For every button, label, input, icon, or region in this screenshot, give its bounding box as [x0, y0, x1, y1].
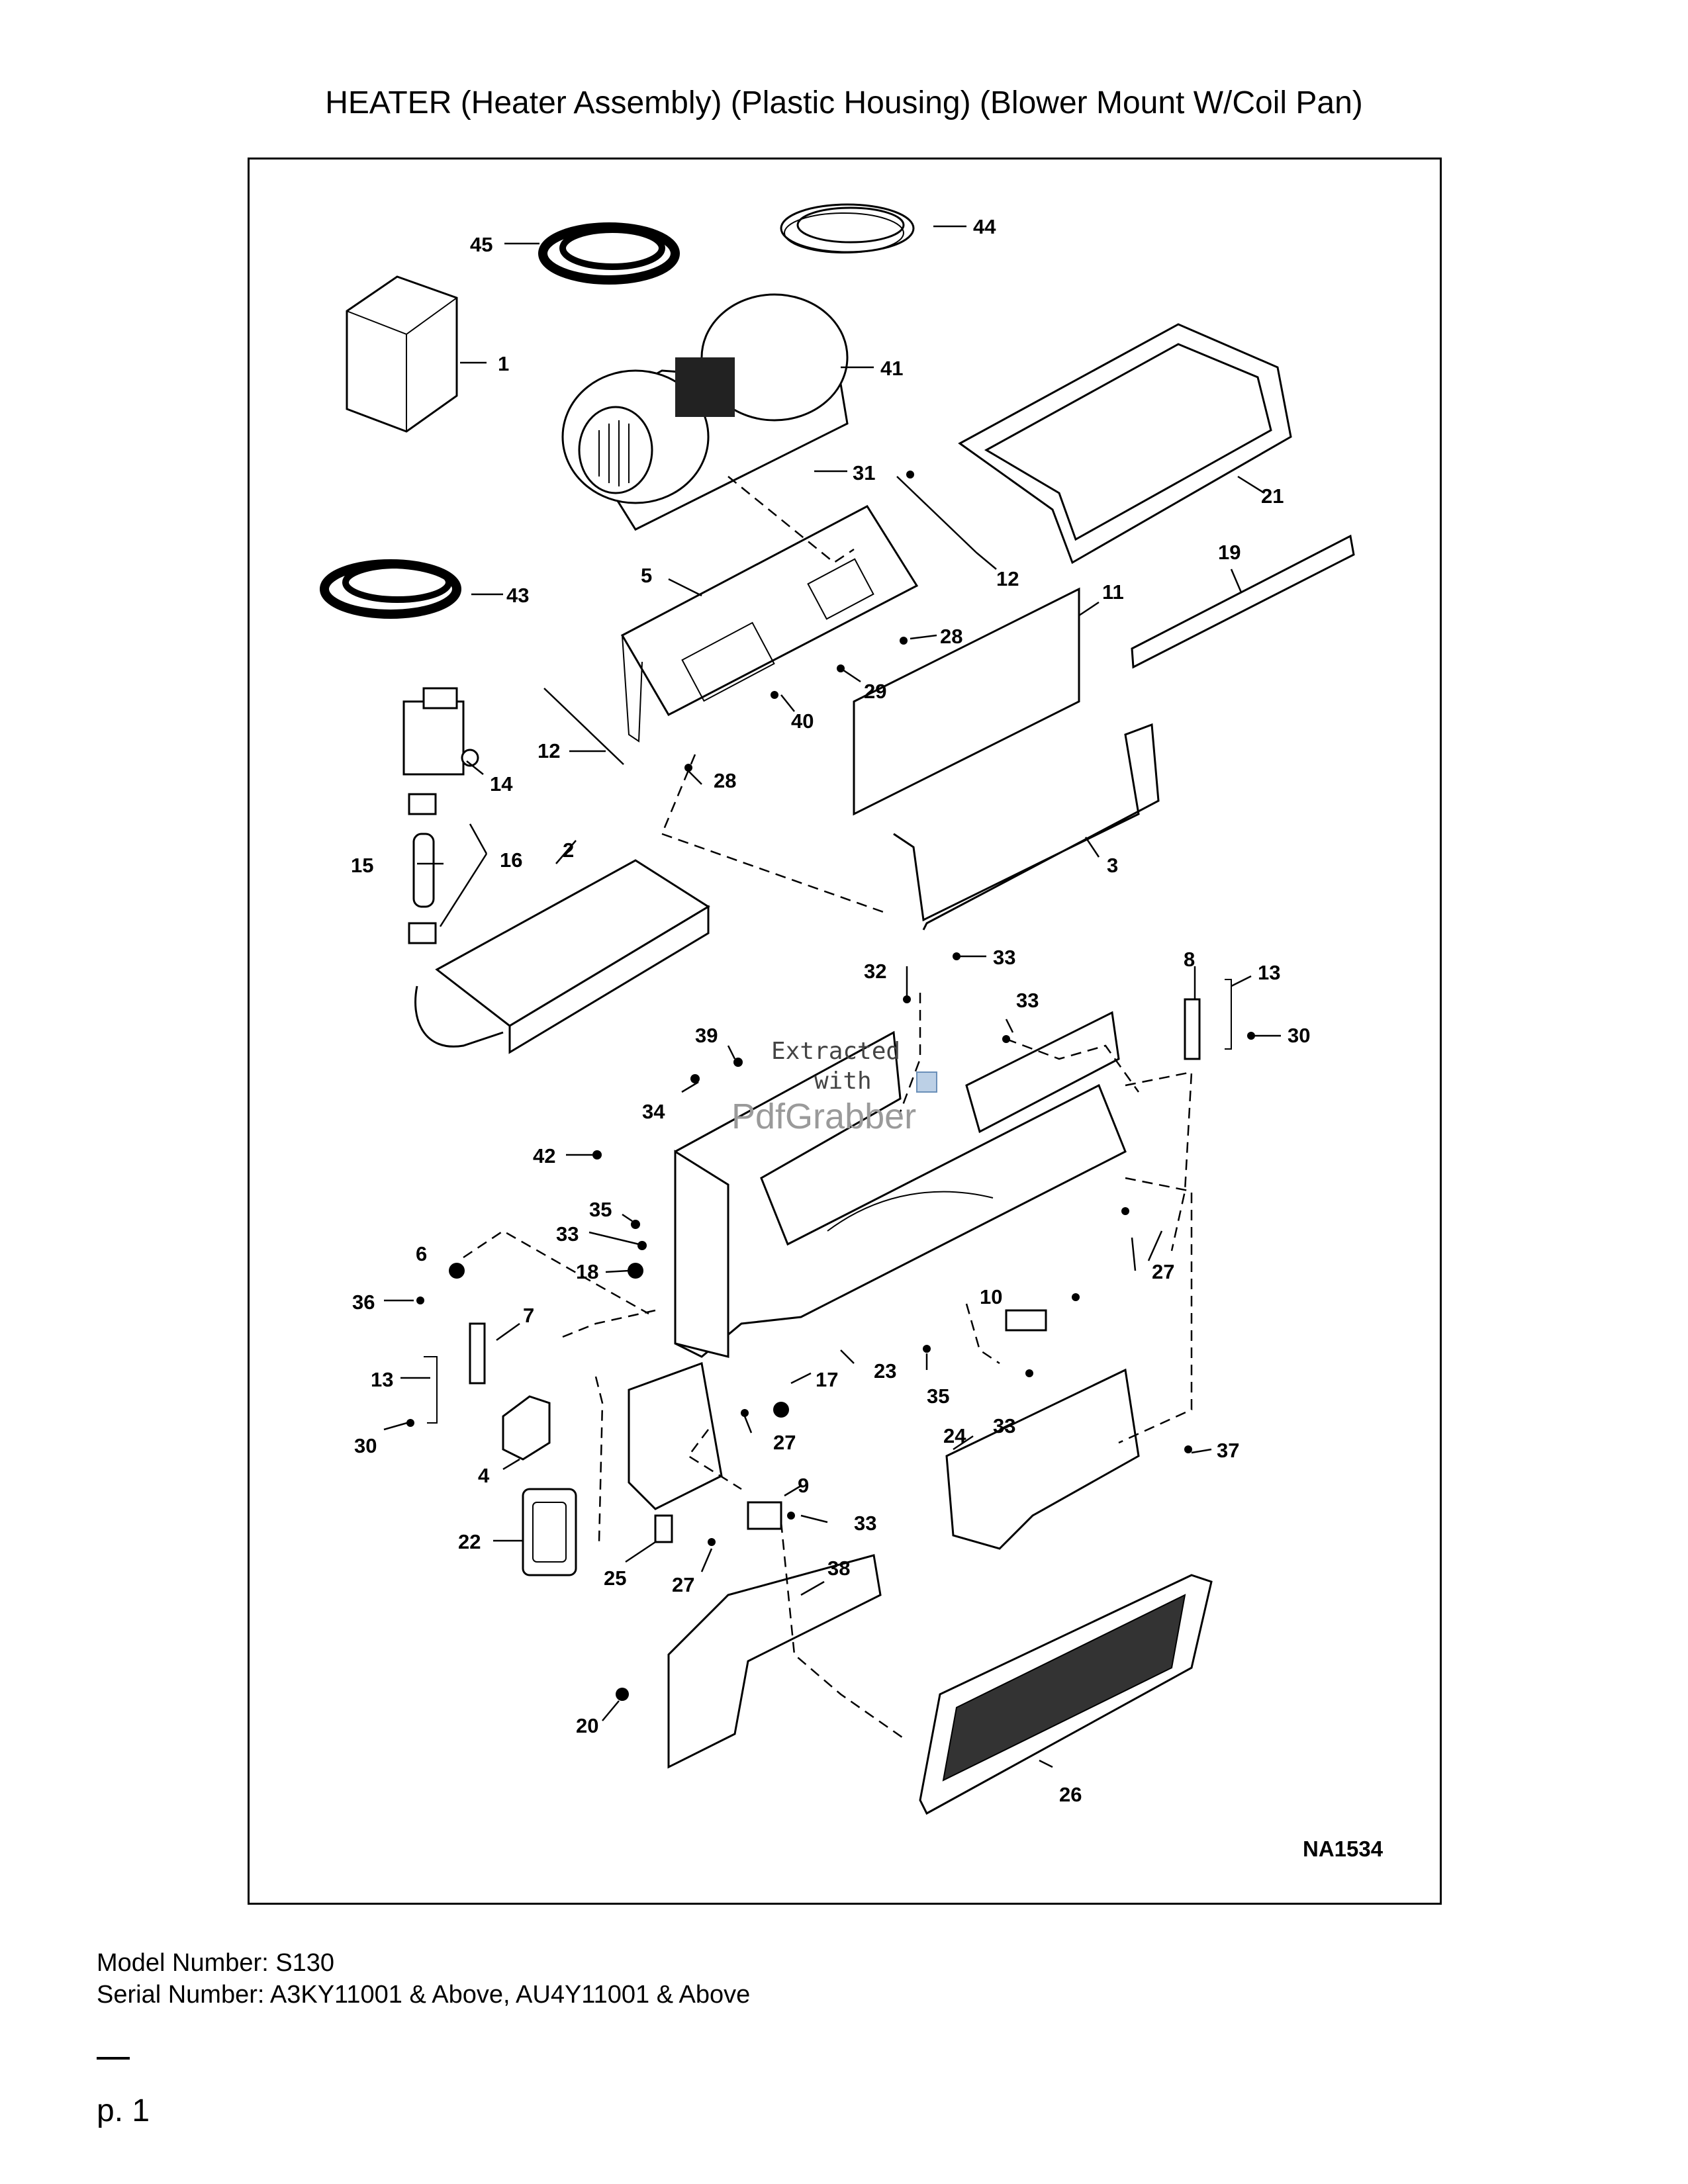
watermark-line2: with [814, 1068, 872, 1095]
callout-20: 20 [576, 1714, 598, 1737]
part-3-frame [893, 723, 1160, 931]
callout-36: 36 [352, 1291, 375, 1314]
part-7-bracket [469, 1322, 486, 1385]
callout-30b: 30 [354, 1434, 377, 1457]
callout-45: 45 [470, 233, 492, 256]
housing-lower [667, 1554, 882, 1769]
part-4-cover [502, 1395, 551, 1461]
part-26-grille [919, 1574, 1213, 1815]
callout-1: 1 [498, 352, 509, 375]
callout-7: 7 [523, 1304, 534, 1327]
page-rule [97, 2057, 130, 2060]
part-25-clip [654, 1514, 673, 1543]
callout-24: 24 [943, 1424, 966, 1447]
callout-33a: 33 [993, 946, 1015, 969]
callout-34: 34 [642, 1100, 665, 1123]
callout-27c: 27 [672, 1573, 694, 1596]
callout-25: 25 [604, 1567, 626, 1590]
part-10-bracket [1005, 1309, 1047, 1332]
callout-33b: 33 [1016, 989, 1039, 1012]
callout-15: 15 [351, 854, 373, 877]
part-43-hose [320, 559, 461, 619]
part-19-strip [1131, 534, 1355, 669]
callout-9: 9 [798, 1474, 809, 1497]
callout-21: 21 [1261, 484, 1284, 508]
part-1-box [346, 275, 458, 433]
callout-26: 26 [1059, 1783, 1082, 1806]
callout-13b: 13 [371, 1368, 393, 1391]
part-23-housing [674, 1011, 1127, 1358]
callout-11: 11 [1102, 580, 1124, 604]
diagram-frame [248, 158, 1442, 1905]
part-8-bracket [1184, 998, 1201, 1060]
page-title: HEATER (Heater Assembly) (Plastic Housin… [325, 85, 1363, 120]
part-2-core [414, 859, 710, 1054]
watermark-line1: Extracted [771, 1038, 900, 1065]
callout-31: 31 [853, 461, 875, 484]
callout-27a: 27 [1152, 1260, 1174, 1283]
callout-16: 16 [500, 848, 522, 872]
callout-18: 18 [576, 1260, 598, 1283]
callout-10: 10 [980, 1285, 1002, 1308]
callout-33e: 33 [854, 1512, 876, 1535]
callout-6: 6 [416, 1242, 427, 1265]
callout-23: 23 [874, 1359, 896, 1383]
housing-left-post [628, 1361, 723, 1510]
callout-35a: 35 [589, 1198, 612, 1221]
callout-17: 17 [816, 1368, 838, 1391]
part-9-bracket [747, 1501, 782, 1530]
callout-39: 39 [695, 1024, 718, 1047]
part-21-seal [958, 323, 1292, 565]
callout-35b: 35 [927, 1385, 949, 1408]
callout-44: 44 [973, 215, 996, 238]
callout-41: 41 [880, 357, 903, 380]
callout-12b: 12 [538, 739, 560, 762]
callout-12: 12 [996, 567, 1019, 590]
part-5-mount [620, 505, 919, 743]
callout-13a: 13 [1258, 961, 1280, 984]
watermark: Extracted with PdfGrabber [731, 1038, 937, 1136]
callout-38: 38 [827, 1557, 850, 1580]
callout-40: 40 [791, 709, 814, 733]
callout-27b: 27 [773, 1431, 796, 1454]
part-45-hose [538, 222, 680, 285]
callout-42: 42 [533, 1144, 555, 1167]
callout-32: 32 [864, 960, 886, 983]
part-41-blower [561, 293, 849, 531]
part-11-panel [853, 587, 1080, 816]
callout-28b: 28 [714, 769, 736, 792]
part-22-gasket [522, 1488, 577, 1576]
part-14-valve [402, 687, 479, 776]
callout-labels: 45 44 1 41 21 31 43 5 12 11 19 28 29 40 … [351, 215, 1310, 1806]
callout-2: 2 [563, 839, 574, 862]
serial-number: Serial Number: A3KY11001 & Above, AU4Y11… [97, 1981, 751, 2009]
page-number: p. 1 [97, 2093, 150, 2128]
callout-28: 28 [940, 625, 962, 648]
callout-37: 37 [1217, 1439, 1239, 1462]
callout-14: 14 [490, 772, 513, 796]
drawing-code: NA1534 [1303, 1837, 1383, 1861]
callout-19: 19 [1218, 541, 1241, 564]
callout-3: 3 [1107, 854, 1118, 877]
callout-33c: 33 [556, 1222, 579, 1246]
callout-4: 4 [478, 1464, 490, 1487]
callout-22: 22 [458, 1530, 481, 1553]
model-number: Model Number: S130 [97, 1949, 335, 1977]
callout-8: 8 [1184, 948, 1195, 971]
watermark-logo-icon [916, 1071, 937, 1093]
part-24-panel [945, 1368, 1140, 1550]
part-15-tube [412, 833, 435, 908]
callout-33d: 33 [993, 1414, 1015, 1437]
part-44-hose [780, 203, 915, 253]
watermark-brand: PdfGrabber [731, 1097, 916, 1136]
callout-5: 5 [641, 564, 652, 587]
callout-30a: 30 [1288, 1024, 1310, 1047]
callout-43: 43 [506, 584, 529, 607]
callout-29: 29 [864, 680, 886, 703]
